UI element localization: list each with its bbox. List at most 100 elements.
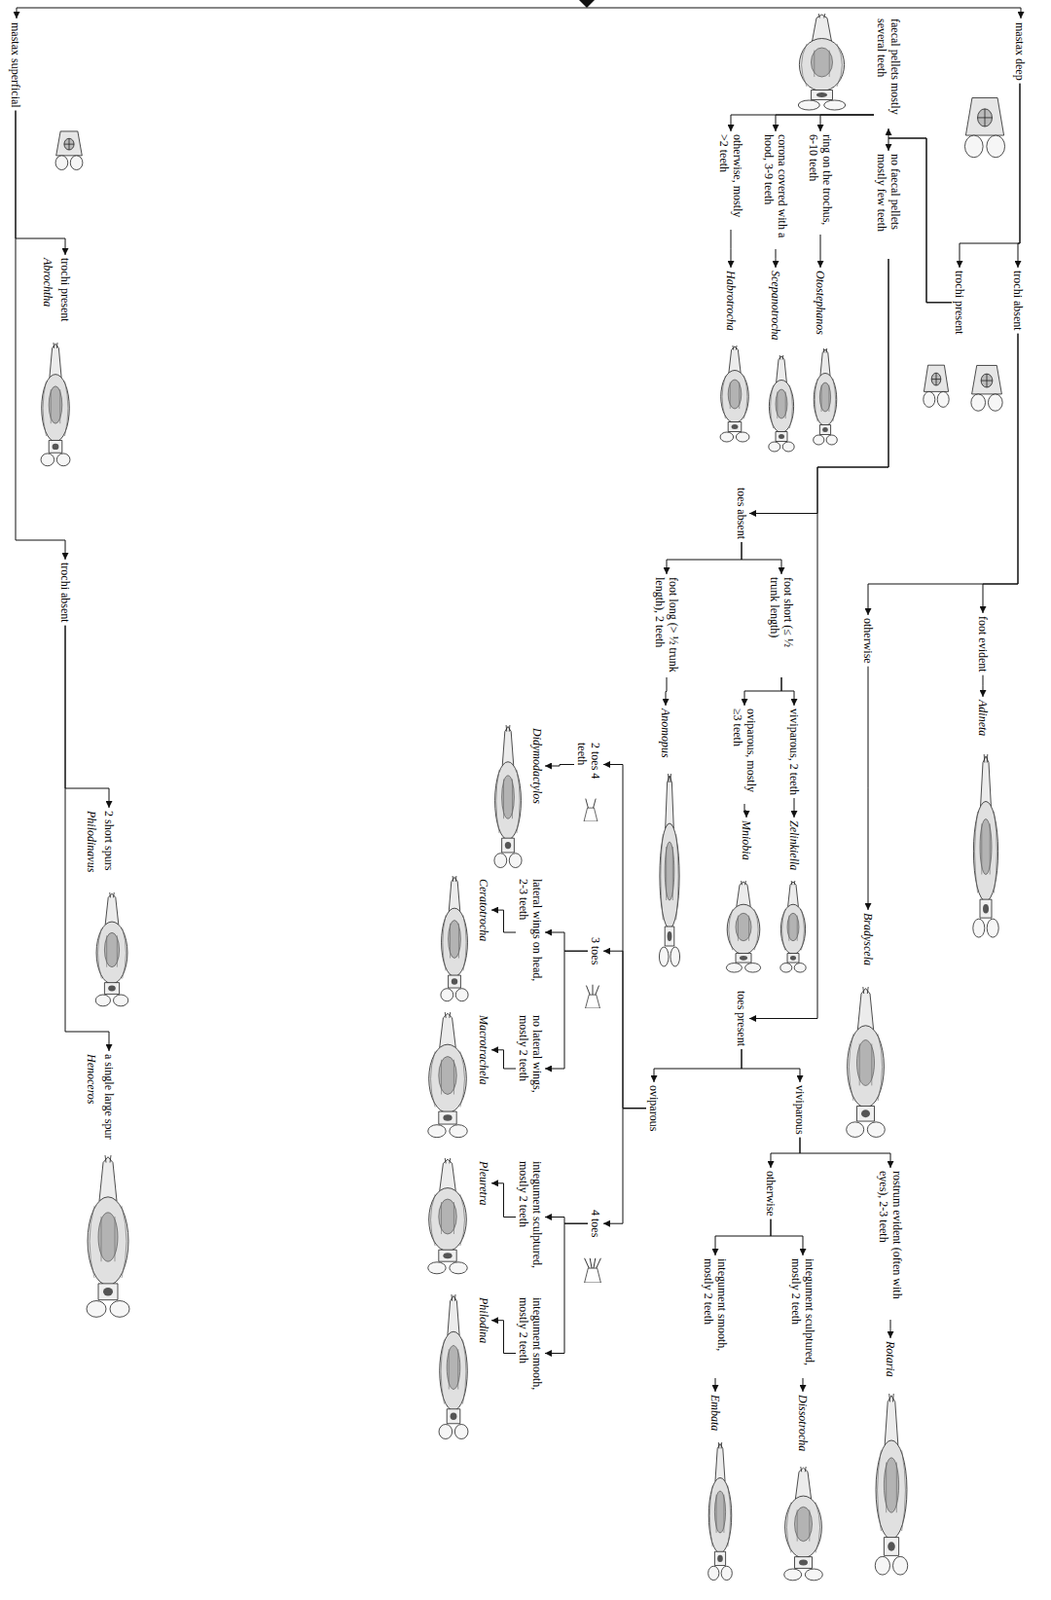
- embata-figure: [708, 1442, 733, 1581]
- key-text: lateral wings on head, 2-3 teeth: [516, 878, 544, 986]
- key-connector: [544, 1217, 588, 1225]
- key-step: viviparous: [792, 1082, 808, 1138]
- key-connector: [868, 333, 1018, 616]
- key-text: integument smooth, mostly 2 teeth: [516, 1297, 544, 1410]
- genus-label: Dissotrocha: [795, 1391, 811, 1454]
- key-connector: [770, 1137, 800, 1168]
- key-text: 4 toes: [588, 1209, 603, 1237]
- genus-name: Adineta: [976, 699, 990, 736]
- genus-label: Habrotrocha: [723, 267, 739, 334]
- key-text: trochi present: [58, 257, 73, 323]
- key-connector: [775, 114, 874, 132]
- key-text: 2 toes 4 teeth: [575, 742, 603, 787]
- key-connector: [744, 803, 747, 818]
- root-arrow: [579, 0, 595, 8]
- genus-name: Dissotrocha: [796, 1394, 810, 1451]
- key-connector: [749, 258, 889, 514]
- key-connector: [666, 542, 742, 575]
- key-connector: [15, 110, 66, 255]
- genus-name: Habrotrocha: [724, 270, 738, 331]
- key-connector: [770, 1219, 803, 1256]
- key-connector: [715, 1377, 717, 1392]
- key-step: 2 toes 4 teeth: [574, 739, 604, 790]
- key-connector: [544, 932, 588, 951]
- key-step: no faecal pellets mostly few teeth: [873, 150, 904, 259]
- key-connector: [603, 950, 647, 1108]
- genus-label: Philodinavus: [83, 807, 100, 875]
- key-step: 3 toes: [587, 934, 604, 968]
- key-text: foot short (≤ ½ trunk length): [767, 577, 796, 675]
- key-step: mastax deep: [1012, 19, 1028, 84]
- genus-label: Macrotrachela: [475, 1012, 492, 1088]
- key-connector: [491, 1050, 516, 1069]
- key-text: viviparous, 2 teeth: [787, 708, 801, 796]
- key-connector: [982, 675, 984, 697]
- key-text: otherwise: [763, 1170, 778, 1217]
- key-step: trochi present: [57, 254, 73, 326]
- key-step: integument smooth, mostly 2 teeth: [515, 1294, 545, 1413]
- key-step: integument smooth, mostly 2 teeth: [700, 1255, 730, 1378]
- key-text: trochi absent: [58, 562, 73, 623]
- anomopus-figure: [658, 773, 680, 967]
- key-connector: [775, 249, 777, 268]
- genus-name: Otostephanos: [813, 270, 828, 335]
- key-step: foot long (> ½ trunk length), 2 teeth: [652, 574, 682, 678]
- key-text: oviparous: [647, 1085, 661, 1131]
- key-text: mastax superficial: [8, 22, 23, 109]
- root-split-line: [16, 7, 1021, 19]
- key-text: foot evident: [976, 616, 990, 673]
- key-text: trochi absent: [1011, 270, 1025, 331]
- adineta-figure: [973, 754, 999, 938]
- key-connector: [794, 797, 796, 818]
- ceratotrocha-figure: [440, 875, 469, 1002]
- genus-name: Abrochtha: [40, 257, 55, 307]
- key-step: rostrum evident (often with eyes), 2-3 t…: [875, 1167, 906, 1320]
- key-connector: [959, 83, 1020, 268]
- key-connector: [15, 110, 66, 560]
- otostephanos-figure: [813, 348, 838, 445]
- philodinavus-figure: [95, 892, 128, 1007]
- key-text: a single large spur: [102, 1053, 116, 1139]
- key-text: no faecal pellets mostly few teeth: [874, 153, 903, 256]
- key-text: otherwise, mostly >2 teeth: [717, 134, 745, 227]
- genus-label: Anomopus: [657, 705, 674, 762]
- genus-name: Rotaria: [883, 1340, 898, 1378]
- key-step: otherwise, mostly >2 teeth: [716, 131, 746, 230]
- key-connector: [65, 625, 109, 808]
- key-connector: [544, 1223, 588, 1353]
- key-step: foot evident: [975, 613, 991, 676]
- key-connector: [741, 1049, 800, 1083]
- key-step: 2 short spurs: [101, 807, 117, 873]
- key-text: oviparous, mostly ≥3 teeth: [730, 708, 759, 801]
- key-connector: [890, 1319, 892, 1339]
- key-connector: [491, 1183, 516, 1218]
- key-step: oviparous: [646, 1082, 662, 1134]
- bradyscela-figure: [846, 986, 886, 1137]
- key-connector: [653, 1049, 742, 1083]
- key-connector: [802, 1377, 804, 1392]
- pleuretra-figure: [428, 1158, 468, 1274]
- key-step: mastax superficial: [7, 19, 24, 111]
- key-connector: [820, 114, 874, 132]
- genus-name: Didymodactylos: [530, 727, 544, 804]
- macrotrachela-figure: [428, 1012, 468, 1138]
- genus-name: Macrotrachela: [476, 1014, 491, 1086]
- genus-label: Didymodactylos: [529, 724, 545, 807]
- key-connector: [730, 229, 732, 268]
- genus-label: Ceratotrocha: [475, 875, 492, 944]
- genus-name: Anomopus: [658, 708, 673, 759]
- key-connector: [603, 1108, 647, 1225]
- mastax-superficial-figure: [55, 131, 83, 171]
- toes-icon: [583, 798, 598, 822]
- key-connector: [749, 258, 889, 1019]
- key-step: toes absent: [733, 484, 750, 543]
- genus-label: Scepanotrocha: [767, 267, 784, 344]
- key-step: 4 toes: [587, 1206, 604, 1240]
- genus-name: Embata: [708, 1394, 723, 1431]
- genus-label: Adineta: [975, 696, 991, 739]
- genus-label: Zelinkiella: [786, 817, 802, 873]
- habrotrocha-figure: [720, 345, 750, 442]
- genus-label: Otostephanos: [812, 267, 829, 338]
- genus-name: Philodina: [476, 1297, 491, 1343]
- key-step: trochi present: [951, 267, 968, 338]
